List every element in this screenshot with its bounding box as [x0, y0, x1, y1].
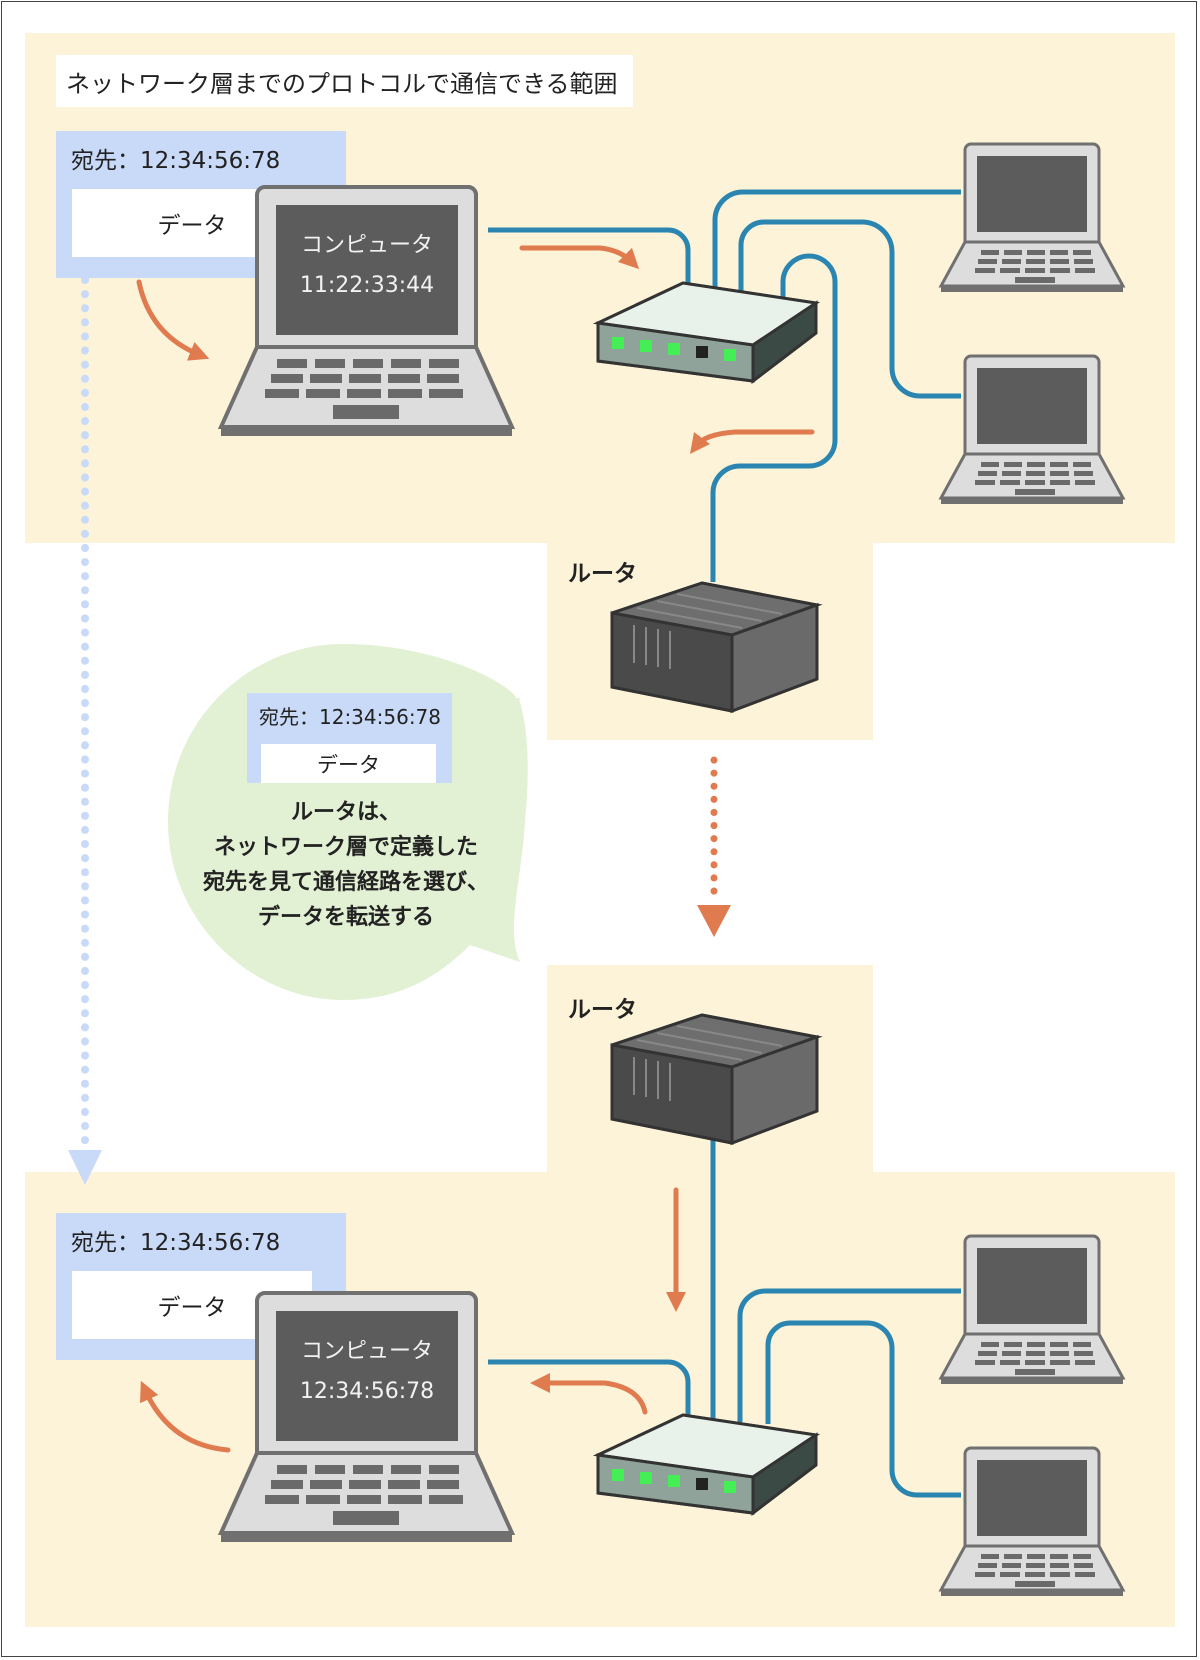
packet-destination-label: 宛先：12:34:56:78: [71, 148, 281, 174]
destination-computer-screen: コンピュータ 12:34:56:78: [276, 1332, 458, 1412]
computer-name: コンピュータ: [300, 233, 433, 258]
router-to-router-arrowhead: [697, 905, 731, 937]
source-laptop-overlay: [255, 185, 478, 349]
top-cables: [488, 189, 961, 582]
bubble-line-4: データを転送する: [257, 905, 434, 930]
bubble-packet-destination: 宛先：12:34:56:78: [259, 705, 442, 729]
destination-laptop-overlay: [255, 1291, 478, 1455]
router-bottom-label: ルータ: [568, 997, 637, 1023]
diagram-title: ネットワーク層までのプロトコルで通信できる範囲: [56, 55, 633, 107]
source-computer-screen: コンピュータ 11:22:33:44: [276, 226, 458, 306]
source-packet: 宛先：12:34:56:78 データ: [56, 131, 346, 278]
packet-destination-label: 宛先：12:34:56:78: [71, 1230, 281, 1256]
router-top-label: ルータ: [568, 561, 637, 587]
bubble-packet-payload: データ: [261, 744, 436, 783]
end-to-end-arrowhead: [68, 1150, 102, 1185]
bubble-line-2: ネットワーク層で定義した: [213, 835, 478, 860]
computer-name: コンピュータ: [300, 1339, 433, 1364]
bubble-packet: 宛先：12:34:56:78 データ: [247, 693, 452, 783]
computer-address: 12:34:56:78: [299, 1379, 435, 1404]
data-flow-arrows: [136, 245, 815, 1453]
bottom-cables: [488, 1140, 961, 1498]
computer-address: 11:22:33:44: [299, 273, 435, 298]
bubble-line-3: 宛先を見て通信経路を選び、: [202, 870, 489, 895]
bubble-explanation: ルータは、 ネットワーク層で定義した 宛先を見て通信経路を選び、 データを転送す…: [168, 795, 524, 935]
bubble-line-1: ルータは、: [290, 800, 401, 825]
